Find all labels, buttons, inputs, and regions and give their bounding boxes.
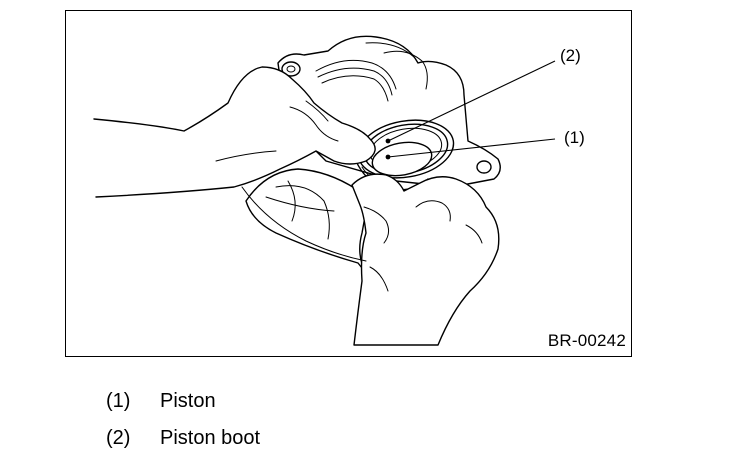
legend-text: Piston <box>160 390 216 412</box>
legend-item: (2) Piston boot <box>106 420 260 457</box>
callout-dot-1 <box>385 154 391 160</box>
callout-label-1: (1) <box>564 128 585 147</box>
legend-item: (1) Piston <box>106 383 260 420</box>
caliper-illustration: (2) (1) <box>93 35 585 346</box>
callout-leader-2 <box>387 60 556 142</box>
caliper-bracket <box>245 168 367 274</box>
callout-leader-1 <box>387 138 556 158</box>
legend-number: (2) <box>106 427 131 449</box>
callout-label-2: (2) <box>560 46 581 65</box>
figure-code: BR-00242 <box>547 331 626 350</box>
figure-frame: (2) (1) BR-00242 <box>65 10 632 357</box>
caliper-edge <box>241 186 367 262</box>
piston <box>371 141 433 177</box>
legend: (1) Piston (2) Piston boot <box>106 383 260 457</box>
legend-text: Piston boot <box>160 427 261 449</box>
callout-dot-2 <box>385 138 391 144</box>
legend-number: (1) <box>106 390 131 412</box>
upper-hand <box>93 66 376 198</box>
lower-hand <box>351 173 500 346</box>
